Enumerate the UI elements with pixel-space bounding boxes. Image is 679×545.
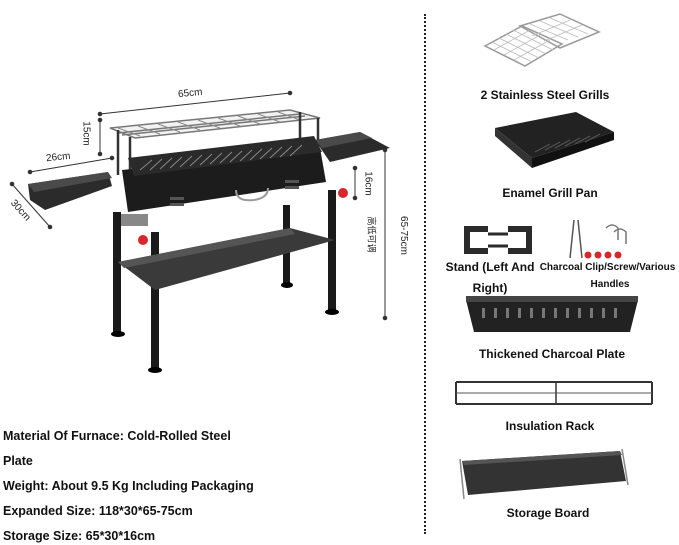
insulation-rack-image: [455, 381, 653, 405]
clip-label-line1: Charcoal Clip/Screw/Various: [539, 262, 676, 273]
dimension-height-range: 65-75cm: [397, 216, 409, 255]
spec-material-cont: Plate: [3, 454, 33, 468]
stand-image: [464, 226, 532, 254]
storage-board-image: [459, 448, 629, 500]
grill-pan-label: Enamel Grill Pan: [502, 186, 598, 200]
dimension-rack-15: 15cm: [80, 121, 92, 146]
stand-label-line2: Right): [472, 281, 508, 295]
insulation-rack-label: Insulation Rack: [505, 419, 595, 433]
enamel-grill-pan-image: [495, 112, 614, 168]
spec-storage-size: Storage Size: 65*30*16cm: [3, 529, 156, 543]
dimension-adjustable-label: 高低可调: [366, 216, 377, 253]
clip-label-line2: Handles: [590, 279, 630, 290]
charcoal-clip-image: [569, 219, 627, 259]
spec-material: Material Of Furnace: Cold-Rolled Steel: [3, 429, 231, 443]
spec-expanded-size: Expanded Size: 118*30*65-75cm: [3, 504, 193, 518]
dimension-grill-16: 16cm: [362, 171, 374, 196]
charcoal-plate-image: [466, 296, 638, 332]
stainless-grills-image: [483, 13, 601, 67]
stand-label-line1: Stand (Left And: [445, 260, 535, 274]
grills-label: 2 Stainless Steel Grills: [480, 88, 610, 102]
column-divider: [424, 14, 426, 534]
spec-weight: Weight: About 9.5 Kg Including Packaging: [3, 479, 254, 493]
storage-board-label: Storage Board: [506, 506, 590, 520]
bbq-grill-illustration: [9, 90, 390, 373]
charcoal-plate-label: Thickened Charcoal Plate: [478, 347, 626, 361]
